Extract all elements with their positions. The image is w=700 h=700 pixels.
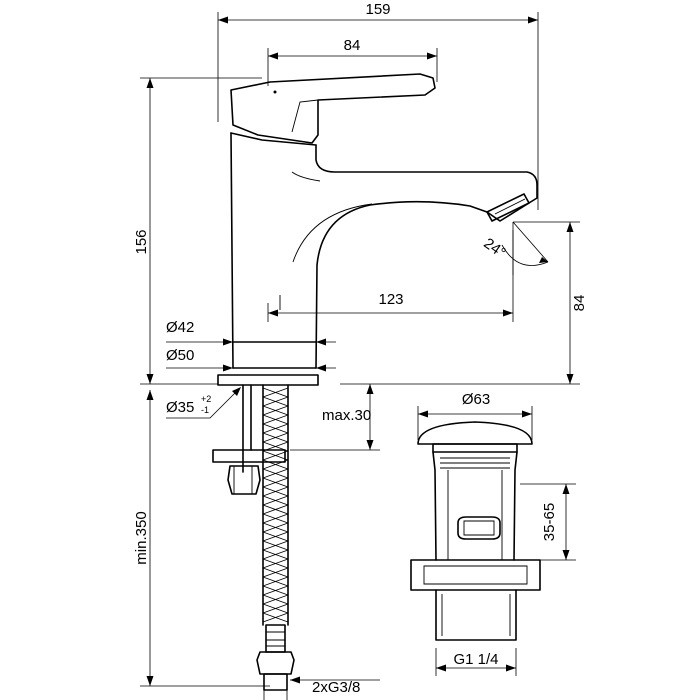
mounting-assembly <box>212 384 295 691</box>
dimension-lines <box>140 12 580 700</box>
label-base-diameter-42: Ø42 <box>166 319 194 336</box>
label-spout-angle: 24° <box>480 235 508 262</box>
label-waste-diameter: Ø63 <box>462 391 490 408</box>
waste-valve <box>410 421 541 641</box>
label-hose-length: min.350 <box>133 511 150 564</box>
label-hole-diameter: Ø35 <box>166 399 194 416</box>
label-overall-width: 159 <box>365 1 390 18</box>
dimension-labels: 159 84 156 123 84 24° Ø42 Ø50 Ø35 +2 -1 … <box>133 1 588 696</box>
label-spout-height: 84 <box>571 295 588 312</box>
label-waste-thread: G1 1/4 <box>453 651 498 668</box>
label-hole-tolerance-plus: +2 <box>201 394 211 404</box>
label-max-thickness: max.30 <box>322 407 371 424</box>
label-height: 156 <box>133 229 150 254</box>
label-lever-length: 84 <box>344 37 361 54</box>
label-hose-connection: 2xG3/8 <box>312 679 360 696</box>
faucet-body <box>217 73 538 386</box>
label-hole-tolerance-minus: -1 <box>201 405 209 415</box>
label-waste-range: 35-65 <box>541 503 558 541</box>
label-base-diameter-50: Ø50 <box>166 347 194 364</box>
label-spout-reach: 123 <box>378 291 403 308</box>
